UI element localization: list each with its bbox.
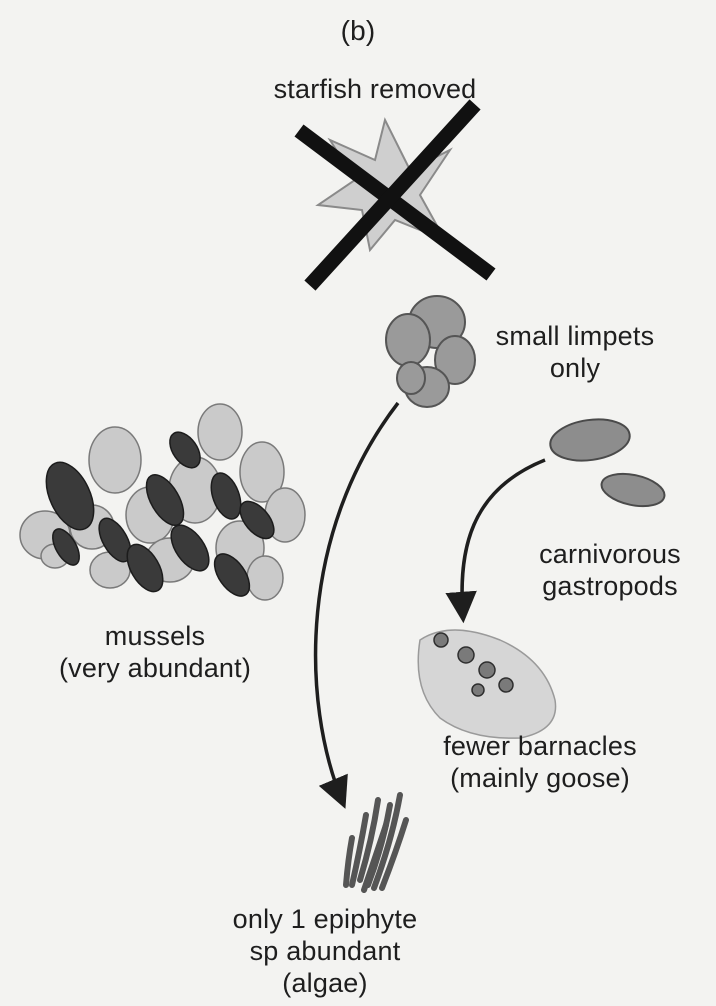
mussels-label: mussels (very abundant) <box>20 620 290 684</box>
starfish-label: starfish removed <box>220 73 530 105</box>
gastropods-label: carnivorous gastropods <box>510 538 710 602</box>
barnacles-label: fewer barnacles (mainly goose) <box>400 730 680 794</box>
algae-label: only 1 epiphyte sp abundant (algae) <box>210 903 440 999</box>
mussels-icon <box>20 404 305 602</box>
panel-label: (b) <box>328 15 388 47</box>
barnacles-icon <box>418 630 555 738</box>
gastropods-icon <box>548 415 668 512</box>
limpets-icon <box>386 296 475 407</box>
limpets-label: small limpets only <box>470 320 680 384</box>
algae-icon <box>346 795 406 890</box>
arrow-limpets-to-algae <box>316 403 398 803</box>
